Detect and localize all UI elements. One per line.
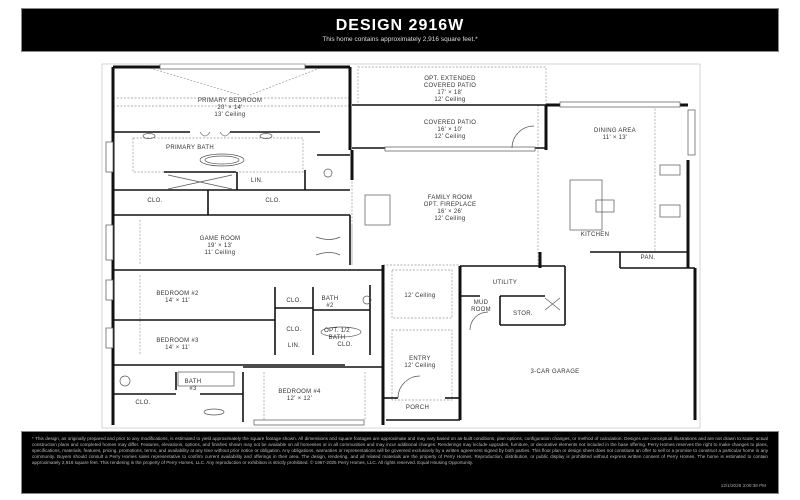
room-name: CLO.: [135, 400, 151, 406]
room-bath-3: BATH #3: [178, 379, 208, 393]
room-dimensions: 19' × 13': [207, 243, 233, 249]
room-name: CLO.: [337, 342, 353, 348]
room-garage: 3-CAR GARAGE: [515, 369, 595, 376]
room-name: CLO.: [286, 327, 302, 333]
room-name: STOR.: [513, 311, 533, 317]
room-name: LIN.: [250, 178, 264, 184]
room-family-room: FAMILY ROOM OPT. FIREPLACE 16' × 26' 12'…: [400, 195, 500, 223]
room-game-room: GAME ROOM 19' × 13' 11' Ceiling: [180, 236, 260, 257]
room-porch: PORCH: [395, 405, 440, 412]
room-name-line2: BATH: [328, 335, 346, 341]
room-name: UTILITY: [492, 280, 518, 286]
room-name: LIN.: [287, 343, 301, 349]
room-utility: UTILITY: [475, 280, 535, 287]
room-name: COVERED PATIO: [423, 120, 477, 126]
room-dimensions: 16' × 26': [437, 209, 463, 215]
room-name-line2: COVERED PATIO: [423, 83, 477, 89]
room-name: CLO.: [265, 198, 281, 204]
room-kitchen: KITCHEN: [570, 232, 620, 239]
room-name: PORCH: [405, 405, 430, 411]
room-clo-bed4: CLO.: [128, 400, 158, 407]
room-primary-bedroom: PRIMARY BEDROOM 20' × 14' 13' Ceiling: [170, 98, 290, 119]
room-name-line2: #3: [189, 386, 197, 392]
room-name: PRIMARY BATH: [166, 145, 214, 151]
room-clo-primary-left: CLO.: [140, 198, 170, 205]
room-name: BEDROOM #4: [278, 389, 321, 395]
room-ceiling: 11' Ceiling: [204, 250, 236, 256]
room-bedroom-2: BEDROOM #2 14' × 11': [140, 291, 215, 305]
room-ceiling: 12' Ceiling: [434, 216, 466, 222]
room-dimensions: 12' × 12': [286, 396, 313, 402]
room-name: BEDROOM #3: [156, 338, 199, 344]
room-bedroom-4: BEDROOM #4 12' × 12': [262, 389, 337, 403]
room-ceiling: 12' Ceiling: [404, 363, 436, 369]
room-entry: ENTRY 12' Ceiling: [390, 356, 450, 370]
room-name-line2: #2: [326, 303, 334, 309]
room-name: PRIMARY BEDROOM: [197, 98, 263, 104]
room-opt-extended-patio: OPT. EXTENDED COVERED PATIO 17' × 18' 12…: [400, 76, 500, 104]
legal-disclaimer: * This design, as originally prepared an…: [21, 431, 779, 494]
room-clo-half-bath: CLO.: [330, 342, 360, 349]
square-footage-note: This home contains approximately 2,916 s…: [322, 36, 478, 43]
room-dimensions: 16' × 10': [437, 127, 463, 133]
room-dimensions: 14' × 11': [165, 298, 190, 304]
room-clo-bed3: CLO.: [278, 327, 310, 334]
room-pantry: PAN.: [633, 255, 663, 262]
room-covered-patio: COVERED PATIO 16' × 10' 12' Ceiling: [400, 120, 500, 141]
room-name: MUD: [473, 300, 489, 306]
room-dimensions: 11' × 13': [602, 135, 628, 141]
room-lin-hall: LIN.: [282, 343, 306, 350]
room-name: 3-CAR GARAGE: [530, 369, 580, 375]
room-primary-bath: PRIMARY BATH: [150, 145, 230, 152]
room-bedroom-3: BEDROOM #3 14' × 11': [140, 338, 215, 352]
room-hall-ceiling: 12' Ceiling: [390, 293, 450, 300]
room-ceiling: 12' Ceiling: [404, 293, 436, 299]
room-name-line2: ROOM: [471, 307, 491, 313]
room-name: ENTRY: [409, 356, 431, 362]
room-name: OPT. EXTENDED: [424, 76, 476, 82]
room-clo-primary-right: CLO.: [258, 198, 288, 205]
room-name: DINING AREA: [594, 128, 636, 134]
room-ceiling: 12' Ceiling: [434, 97, 466, 103]
room-name: BATH: [184, 379, 202, 385]
room-name: CLO.: [147, 198, 163, 204]
room-mud-room: MUD ROOM: [463, 300, 499, 314]
room-name: FAMILY ROOM: [427, 195, 473, 201]
room-name-line2: OPT. FIREPLACE: [423, 202, 477, 208]
room-name: CLO.: [286, 298, 302, 304]
room-bath-2: BATH #2: [315, 296, 345, 310]
room-opt-half-bath: OPT. 1/2 BATH: [316, 328, 358, 342]
room-name: PAN.: [640, 255, 656, 261]
room-dimensions: 17' × 18': [437, 90, 463, 96]
room-storage: STOR.: [505, 311, 541, 318]
room-name: KITCHEN: [580, 232, 610, 238]
room-name: BEDROOM #2: [156, 291, 199, 297]
room-name: GAME ROOM: [199, 236, 241, 242]
room-clo-bed2: CLO.: [278, 298, 310, 305]
room-ceiling: 13' Ceiling: [214, 112, 246, 118]
room-lin-primary: LIN.: [245, 178, 269, 185]
room-name: OPT. 1/2: [324, 328, 350, 334]
timestamp: 12/1/2025 3:00:38 PM: [720, 483, 766, 488]
disclaimer-text: * This design, as originally prepared an…: [32, 436, 768, 465]
room-dimensions: 20' × 14': [217, 105, 243, 111]
room-dimensions: 14' × 11': [165, 345, 190, 351]
plan-header: DESIGN 2916W This home contains approxim…: [21, 8, 779, 52]
design-title: DESIGN 2916W: [335, 17, 465, 34]
room-name: BATH: [321, 296, 339, 302]
room-ceiling: 12' Ceiling: [434, 134, 466, 140]
room-dining-area: DINING AREA 11' × 13': [580, 128, 650, 142]
